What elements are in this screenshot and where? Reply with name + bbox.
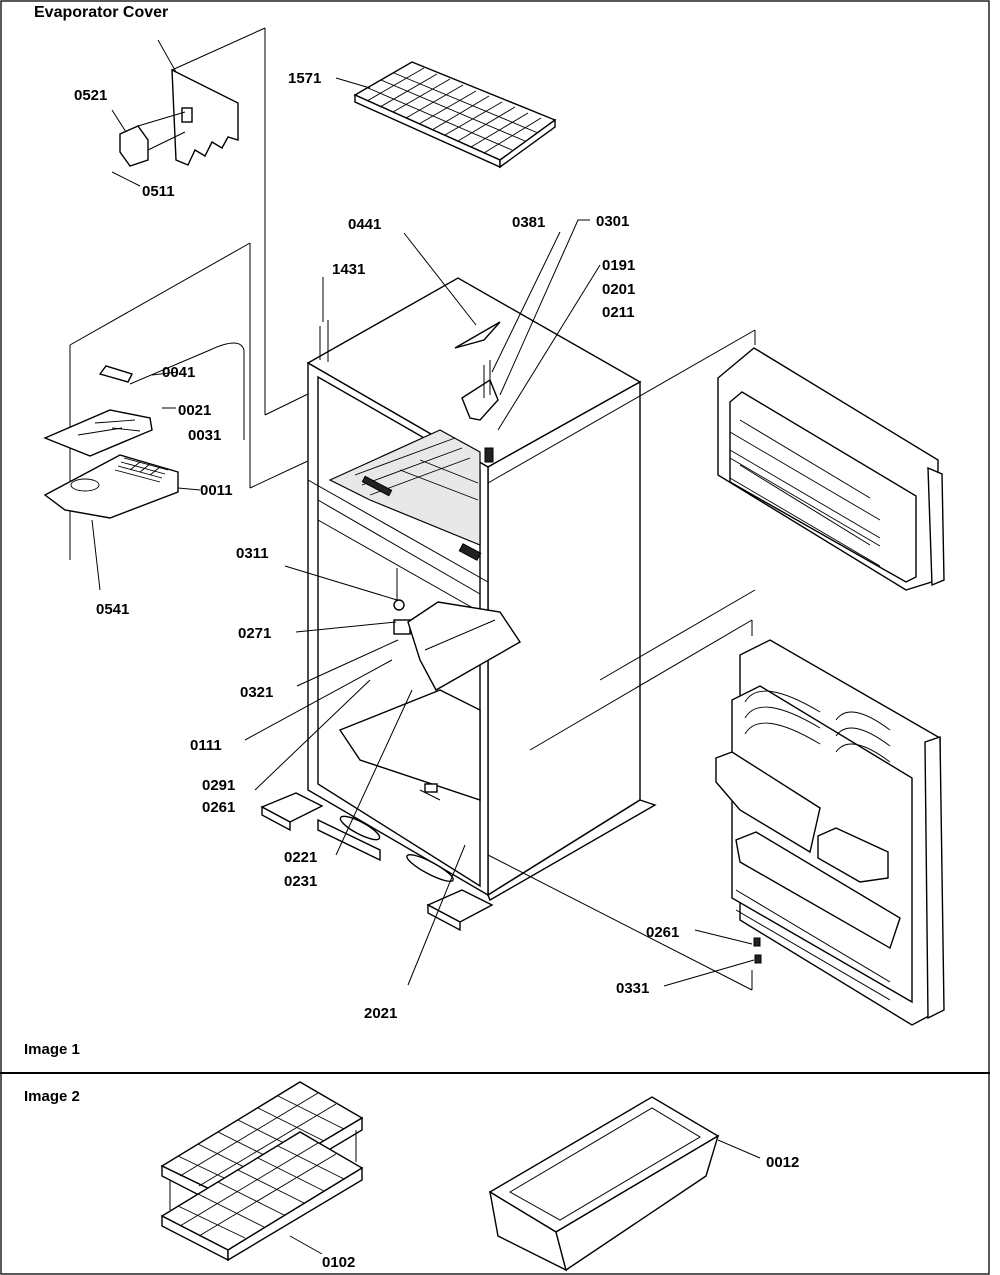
- evaporator-cover: [157, 27, 311, 416]
- label-0271: 0271: [238, 625, 271, 642]
- label-0441: 0441: [348, 216, 381, 233]
- label-0201: 0201: [602, 281, 635, 298]
- leader-lines: [244, 219, 755, 987]
- label-0311: 0311: [236, 545, 269, 562]
- label-1571: 1571: [288, 70, 321, 87]
- label-0211: 0211: [602, 304, 635, 321]
- label-1431: 1431: [332, 261, 365, 278]
- label-0321: 0321: [240, 684, 273, 701]
- label-2021: 2021: [364, 1005, 397, 1022]
- freezer-door: [487, 329, 945, 681]
- evaporator-cover-title: Evaporator Cover: [34, 4, 168, 21]
- label-0511: 0511: [142, 183, 175, 200]
- label-0541: 0541: [96, 601, 129, 618]
- label-0041: 0041: [162, 364, 195, 381]
- image1-section-label: Image 1: [24, 1041, 80, 1058]
- label-0261-cabinet: 0261: [202, 799, 235, 816]
- label-0261-door: 0261: [646, 924, 679, 941]
- part-0521-housing: [111, 109, 186, 167]
- storage-bin-0012: [488, 1096, 761, 1272]
- fresh-food-door: [487, 619, 945, 1026]
- label-0231: 0231: [284, 873, 317, 890]
- label-0012: 0012: [766, 1154, 799, 1171]
- label-0021: 0021: [178, 402, 211, 419]
- label-0102: 0102: [322, 1254, 355, 1271]
- label-0521: 0521: [74, 87, 107, 104]
- label-0291: 0291: [202, 777, 235, 794]
- label-0221: 0221: [284, 849, 317, 866]
- evaporator-bracket-assembly: [43, 242, 311, 591]
- label-0331: 0331: [616, 980, 649, 997]
- label-0381: 0381: [512, 214, 545, 231]
- image2-section-label: Image 2: [24, 1088, 80, 1105]
- shelf-1571: [335, 61, 557, 169]
- label-0011: 0011: [200, 482, 233, 499]
- label-0031: 0031: [188, 427, 221, 444]
- leader-0511: [111, 171, 141, 187]
- label-0191: 0191: [602, 257, 635, 274]
- ice-trays-0102: [160, 1081, 364, 1262]
- label-0301: 0301: [596, 213, 629, 230]
- label-0111: 0111: [190, 737, 222, 754]
- refrigerator-cabinet: [260, 277, 657, 932]
